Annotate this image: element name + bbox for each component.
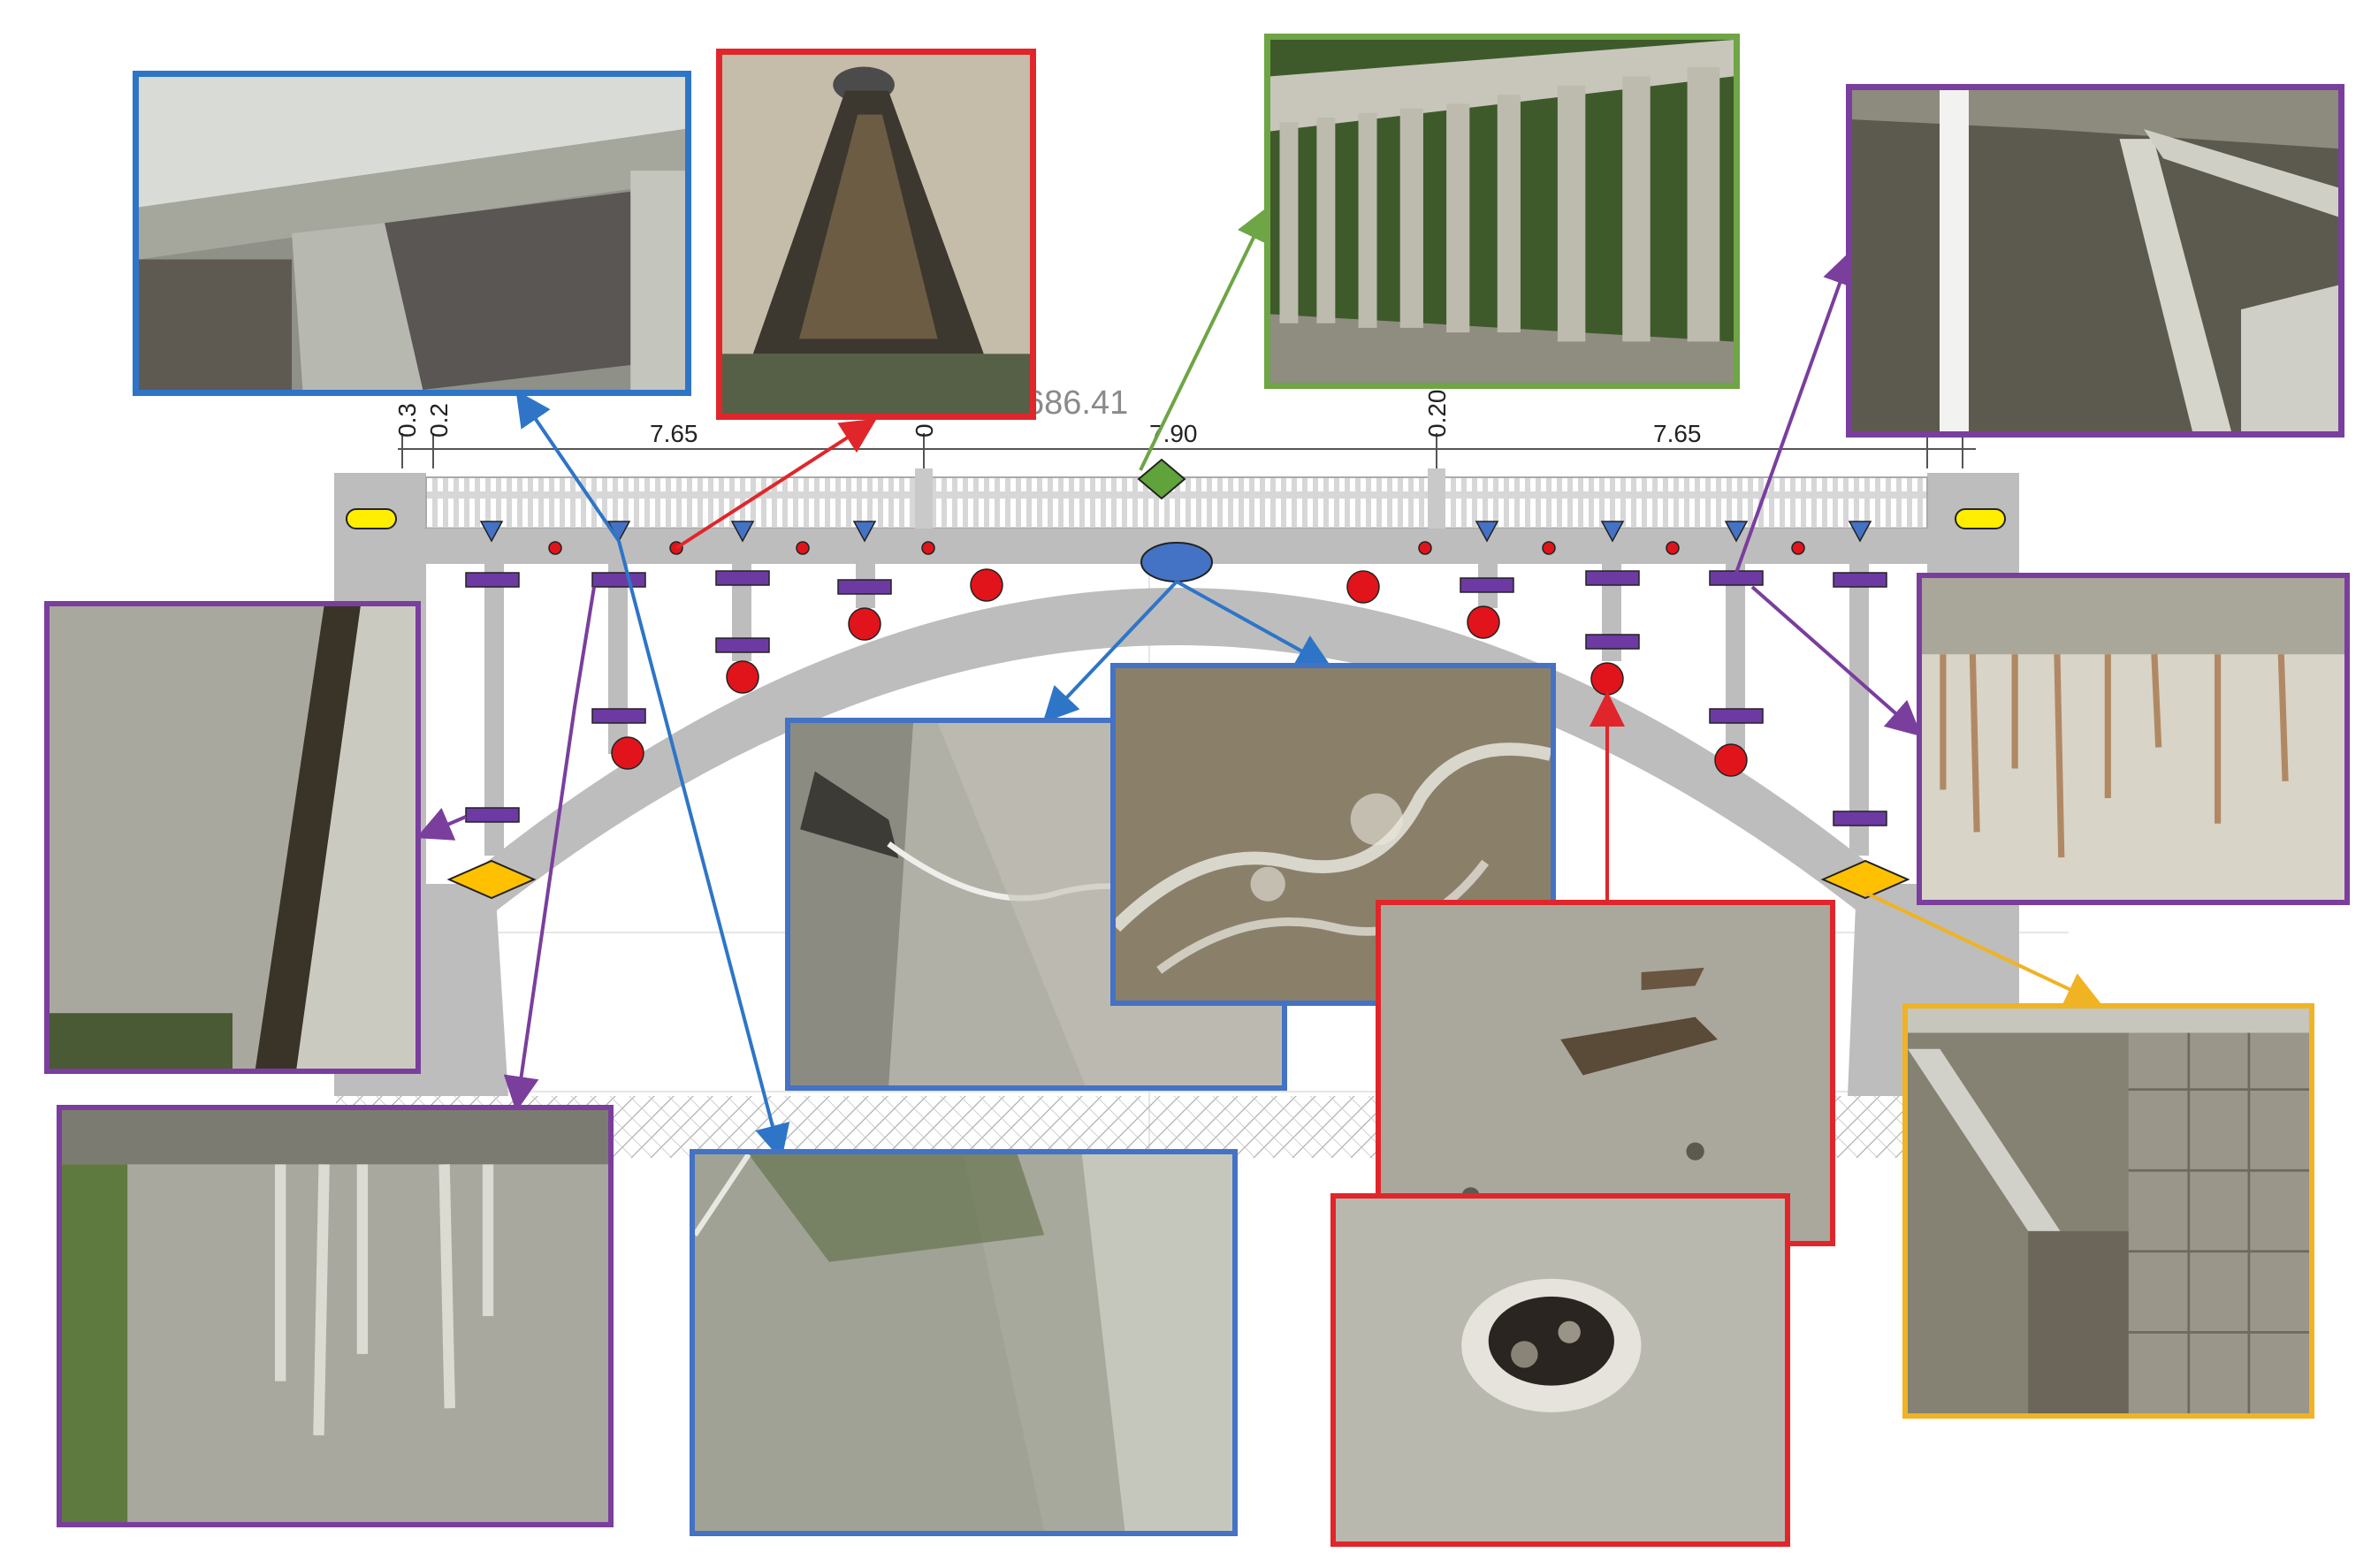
arrow-blue [1176, 580, 1332, 668]
marker-purple-bar [1460, 577, 1514, 593]
dim-right-tick: 0.20 [1423, 390, 1451, 438]
photo-deck-underside [133, 71, 691, 396]
marker-yellow-oval-left [346, 508, 397, 529]
marker-small-red-dot [1666, 541, 1680, 555]
arrow-blue [1042, 580, 1178, 723]
photo-drain-stain [716, 49, 1036, 420]
marker-small-red-dot [1542, 541, 1556, 555]
marker-red-circle [1467, 605, 1500, 639]
arrow-yellow [1864, 891, 2102, 1006]
arrow-purple [1750, 585, 1923, 737]
dim-mid-left-tick: 0 [911, 423, 938, 438]
marker-purple-bar [1585, 634, 1640, 650]
arrow-blue [515, 390, 621, 543]
arrow-red [675, 418, 877, 550]
marker-red-circle [611, 736, 644, 770]
marker-yellow-diamond-left [446, 859, 537, 900]
marker-blue-triangle [1848, 521, 1872, 543]
dim-right-span: 7.65 [1653, 420, 1702, 447]
marker-blue-triangle [479, 521, 504, 543]
marker-blue-triangle [1724, 521, 1749, 543]
photo-rust-stain [1917, 573, 2350, 905]
marker-purple-bar [837, 579, 892, 595]
marker-purple-bar [715, 570, 770, 586]
marker-small-red-dot [796, 541, 810, 555]
marker-blue-oval [1140, 542, 1213, 582]
marker-purple-bar [1833, 811, 1887, 826]
arrow-blue [617, 540, 790, 1161]
photo-spalling [1376, 900, 1835, 1246]
dim-left-edge-a: 0.3 [393, 403, 421, 438]
marker-purple-bar [1709, 708, 1764, 724]
marker-red-circle [726, 660, 759, 694]
marker-yellow-oval-right [1955, 508, 2006, 529]
damage-markers [346, 458, 2006, 900]
photo-leaching-wall [57, 1105, 614, 1527]
marker-green-diamond [1137, 458, 1186, 500]
marker-blue-triangle [1600, 521, 1625, 543]
marker-yellow-diamond-right [1820, 859, 1910, 900]
marker-purple-bar [1585, 570, 1640, 586]
marker-purple-bar [715, 637, 770, 653]
marker-red-circle [1590, 662, 1624, 696]
marker-blue-triangle [1475, 521, 1499, 543]
arrow-purple [415, 808, 467, 841]
marker-small-red-dot [921, 541, 935, 555]
marker-purple-bar [1709, 570, 1764, 586]
photo-arch-spandrel [1846, 84, 2344, 438]
arrow-green [1139, 205, 1269, 471]
marker-blue-triangle [852, 521, 877, 543]
photo-hole [1330, 1193, 1790, 1547]
marker-purple-bar [465, 572, 520, 588]
marker-purple-bar [591, 708, 646, 724]
dim-left-edge-b: 0.2 [425, 403, 453, 438]
marker-small-red-dot [1418, 541, 1432, 555]
marker-purple-bar [465, 807, 520, 823]
marker-red-circle [970, 568, 1003, 602]
photo-pier-crack [44, 601, 421, 1074]
arrow-purple [503, 586, 596, 1112]
photo-deck-edge [690, 1149, 1238, 1536]
marker-blue-triangle [730, 521, 755, 543]
marker-purple-bar [591, 572, 646, 588]
photo-railing [1264, 34, 1740, 389]
marker-red-circle [848, 607, 881, 641]
marker-small-red-dot [1791, 541, 1805, 555]
dim-elevation: 686.41 [1025, 384, 1128, 422]
dim-left-span: 7.65 [650, 420, 698, 447]
marker-red-circle [1346, 570, 1380, 604]
dimension-line [398, 433, 1976, 468]
arrow-purple [1734, 249, 1857, 574]
connector-arrows [415, 205, 2102, 1161]
marker-purple-bar [1833, 572, 1887, 588]
photo-abutment [1902, 1003, 2314, 1419]
marker-red-circle [1714, 743, 1748, 777]
marker-small-red-dot [548, 541, 562, 555]
